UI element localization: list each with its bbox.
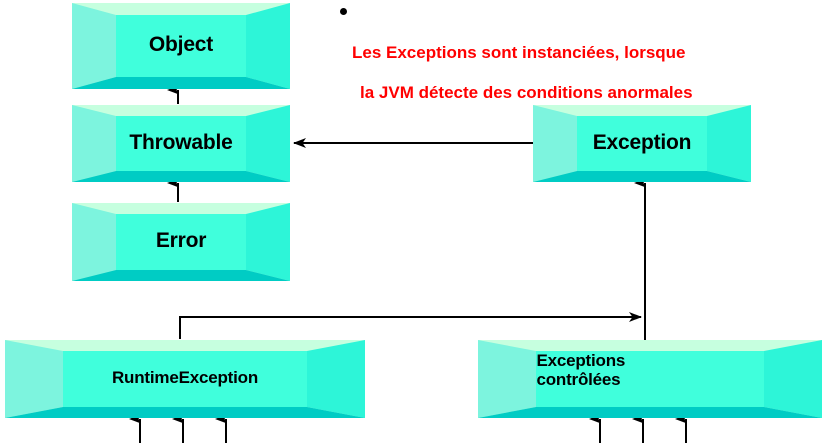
box-bevel-exception bbox=[533, 105, 751, 182]
box-bevel-checked-exceptions bbox=[478, 340, 822, 418]
class-box-label-throwable: Throwable bbox=[129, 130, 233, 154]
class-box-exception[interactable]: Exception bbox=[533, 105, 751, 182]
class-box-label-exception: Exception bbox=[592, 130, 692, 154]
leaf-arrows-runtimeexception bbox=[129, 414, 227, 443]
annotation-line-2: la JVM détecte des conditions anormales bbox=[360, 82, 693, 102]
box-bevel-object bbox=[72, 3, 290, 89]
class-box-checked-exceptions[interactable]: Exceptions contrôlées bbox=[478, 340, 822, 418]
class-box-throwable[interactable]: Throwable bbox=[72, 105, 290, 182]
annotation-line-1: Les Exceptions sont instanciées, lorsque bbox=[352, 43, 686, 63]
class-box-label-runtimeexception: RuntimeException bbox=[111, 368, 259, 388]
bullet-point-icon bbox=[340, 8, 347, 15]
box-bevel-throwable bbox=[72, 105, 290, 182]
class-box-label-object: Object bbox=[148, 33, 214, 57]
class-box-error[interactable]: Error bbox=[72, 203, 290, 281]
class-box-label-checked-exceptions: Exceptions contrôlées bbox=[536, 350, 626, 389]
class-box-runtimeexception[interactable]: RuntimeException bbox=[5, 340, 365, 418]
annotation-exceptions-note: Les Exceptions sont instanciées, lorsque… bbox=[340, 4, 693, 103]
leaf-arrows-checked-exceptions bbox=[589, 414, 687, 443]
class-box-label-error: Error bbox=[155, 229, 207, 253]
class-box-object[interactable]: Object bbox=[72, 3, 290, 89]
box-bevel-error bbox=[72, 203, 290, 281]
box-bevel-runtimeexception bbox=[5, 340, 365, 418]
connector-runtime-to-exception bbox=[179, 312, 642, 339]
